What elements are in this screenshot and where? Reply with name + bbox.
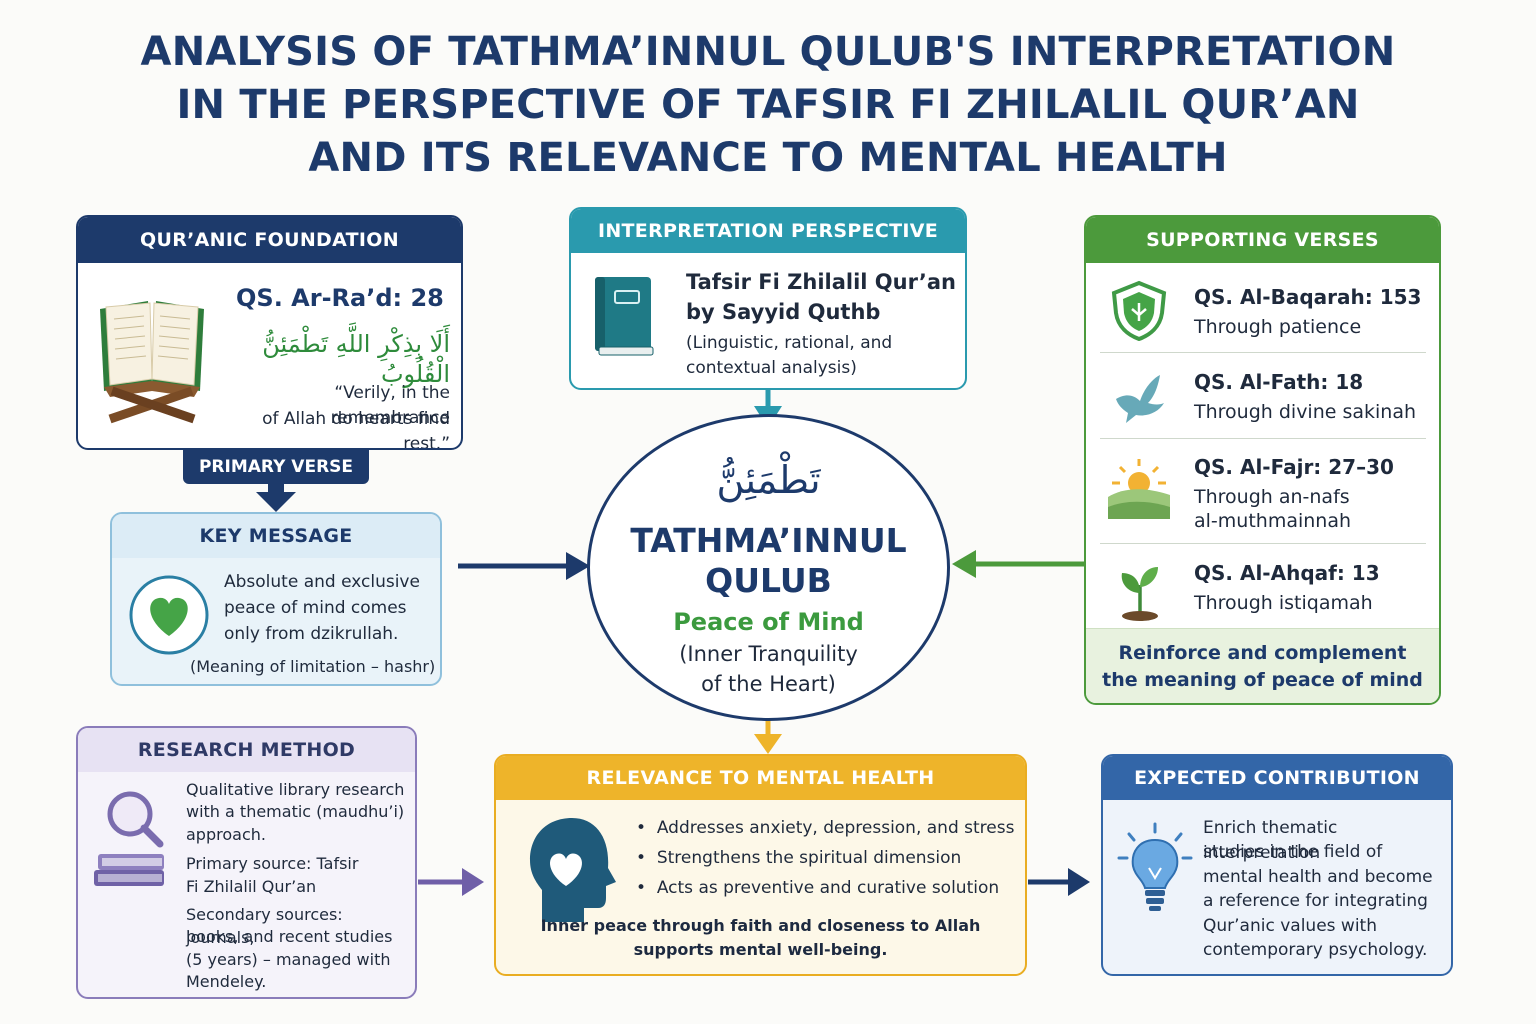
- method-line-2: with a thematic (maudhu’i): [186, 802, 405, 821]
- method-line-9: Mendeley.: [186, 972, 267, 991]
- relevance-bullet-1: • Addresses anxiety, depression, and str…: [636, 818, 1015, 838]
- arrow-support-to-center: [952, 550, 1084, 578]
- arrow-center-to-relevance: [754, 718, 782, 754]
- supporting-verses-header: SUPPORTING VERSES: [1086, 217, 1439, 263]
- relevance-footer-1: Inner peace through faith and closeness …: [540, 916, 981, 935]
- support-ref-4: QS. Al-Ahqaf: 13: [1194, 561, 1380, 585]
- relevance-header: RELEVANCE TO MENTAL HEALTH: [496, 756, 1025, 800]
- arrow-method-to-relevance: [418, 868, 484, 896]
- sprout-icon: [1121, 567, 1158, 621]
- arrow-key-to-center: [458, 552, 590, 580]
- expected-contribution-header: EXPECTED CONTRIBUTION: [1103, 756, 1451, 800]
- center-concept: تَطْمَئِنُّ TATHMA’INNUL QULUB Peace of …: [587, 414, 950, 721]
- relevance-bullet-1-text: Addresses anxiety, depression, and stres…: [656, 818, 1015, 838]
- primary-verse-tag: PRIMARY VERSE: [183, 450, 369, 484]
- center-title-1: TATHMA’INNUL: [630, 521, 907, 560]
- dove-icon: [1116, 375, 1164, 423]
- key-message-box: KEY MESSAGE Absolute and exclusive peace…: [110, 512, 442, 686]
- key-message-note: (Meaning of limitation – hashr): [190, 657, 436, 676]
- interpretation-author: by Sayyid Quthb: [686, 300, 881, 324]
- method-line-6: Secondary sources: journals,: [186, 905, 343, 947]
- support-divider-1: [1100, 352, 1426, 353]
- key-message-header: KEY MESSAGE: [112, 514, 440, 558]
- support-divider-2: [1100, 438, 1426, 439]
- quranic-translation-1: “Verily, in the remembrance: [330, 383, 450, 428]
- relevance-bullet-3-text: Acts as preventive and curative solution: [656, 878, 1000, 898]
- book-icon: [595, 277, 654, 356]
- interpretation-perspective-header: INTERPRETATION PERSPECTIVE: [571, 209, 965, 253]
- relevance-footer-2: supports mental well-being.: [633, 940, 888, 959]
- expected-contribution-box: EXPECTED CONTRIBUTION Enrich thematic in…: [1101, 754, 1453, 976]
- head-heart-icon: [530, 818, 616, 922]
- support-divider-3: [1100, 543, 1426, 544]
- support-desc-3: Through an-nafs: [1194, 486, 1350, 508]
- research-method-header: RESEARCH METHOD: [78, 728, 415, 772]
- support-desc-4: Through istiqamah: [1194, 592, 1373, 614]
- support-ref-2: QS. Al-Fath: 18: [1194, 370, 1364, 394]
- support-desc-1: Through patience: [1194, 316, 1362, 338]
- contribution-line-3: mental health and become: [1203, 867, 1433, 887]
- title-line-1: ANALYSIS OF TATHMA’INNUL QULUB'S INTERPR…: [140, 29, 1396, 75]
- support-ref-3: QS. Al-Fajr: 27–30: [1194, 455, 1394, 479]
- supporting-footer-1: Reinforce and complement: [1118, 642, 1407, 664]
- shield-icon: [1111, 280, 1167, 341]
- magnifier-books-icon: [94, 791, 164, 886]
- support-desc-2: Through divine sakinah: [1194, 401, 1417, 423]
- interpretation-detail-2: contextual analysis): [686, 358, 857, 378]
- key-message-line-3: only from dzikrullah.: [224, 624, 399, 644]
- supporting-verses-box: SUPPORTING VERSES QS. Al-Baqarah: 153 Th…: [1084, 215, 1441, 705]
- relevance-bullet-3: • Acts as preventive and curative soluti…: [636, 878, 1000, 898]
- center-title-2: QULUB: [705, 561, 832, 600]
- contribution-line-6: contemporary psychology.: [1203, 940, 1428, 960]
- center-note-2: of the Heart): [701, 672, 836, 696]
- method-line-7: books, and recent studies: [186, 927, 393, 946]
- method-line-4: Primary source: Tafsir: [186, 854, 359, 873]
- quranic-foundation-box: QUR’ANIC FOUNDATION QS. Ar-Ra’d: 28 أَلَ…: [76, 215, 463, 450]
- support-desc-3b: al-muthmainnah: [1194, 510, 1352, 532]
- quranic-translation-2: of Allah do hearts find rest.”: [262, 409, 450, 450]
- center-subtitle: Peace of Mind: [673, 608, 864, 636]
- quran-stand-icon: [100, 301, 204, 424]
- method-line-5: Fi Zhilalil Qur’an: [186, 877, 317, 896]
- quranic-verse-ref: QS. Ar-Ra’d: 28: [236, 284, 444, 312]
- support-ref-1: QS. Al-Baqarah: 153: [1194, 285, 1422, 309]
- key-message-line-1: Absolute and exclusive: [224, 572, 420, 592]
- research-method-box: RESEARCH METHOD Qualitative library rese…: [76, 726, 417, 999]
- title-line-3: AND ITS RELEVANCE TO MENTAL HEALTH: [308, 135, 1228, 181]
- contribution-line-1: Enrich thematic interpretation: [1203, 818, 1338, 863]
- key-message-line-2: peace of mind comes: [224, 598, 407, 618]
- relevance-bullet-2: • Strengthens the spiritual dimension: [636, 848, 962, 868]
- center-note-1: (Inner Tranquility: [679, 642, 858, 666]
- title-line-2: IN THE PERSPECTIVE OF TAFSIR FI ZHILALIL…: [176, 82, 1360, 128]
- contribution-line-5: Qur’anic values with: [1203, 916, 1377, 936]
- supporting-footer: Reinforce and complement the meaning of …: [1086, 628, 1439, 703]
- quranic-foundation-header: QUR’ANIC FOUNDATION: [78, 217, 461, 263]
- relevance-box: RELEVANCE TO MENTAL HEALTH • Addresses a…: [494, 754, 1027, 976]
- contribution-line-4: a reference for integrating: [1203, 891, 1428, 911]
- heart-icon: [129, 575, 209, 655]
- interpretation-perspective-box: INTERPRETATION PERSPECTIVE Tafsir Fi Zhi…: [569, 207, 967, 390]
- lightbulb-icon: [1117, 822, 1193, 911]
- relevance-bullet-2-text: Strengthens the spiritual dimension: [656, 848, 962, 868]
- interpretation-book-title: Tafsir Fi Zhilalil Qur’an: [686, 270, 956, 294]
- sunrise-icon: [1108, 459, 1170, 519]
- method-line-3: approach.: [186, 825, 266, 844]
- interpretation-detail-1: (Linguistic, rational, and: [686, 333, 893, 353]
- arrow-primary-to-key: [256, 484, 296, 512]
- supporting-footer-2: the meaning of peace of mind: [1102, 669, 1423, 691]
- method-line-1: Qualitative library research: [186, 780, 405, 799]
- contribution-line-2: studies in the field of: [1203, 842, 1383, 862]
- center-arabic: تَطْمَئِنُّ: [716, 458, 821, 502]
- quranic-arabic-text: أَلَا بِذِكْرِ اللَّهِ تَطْمَئِنُّ الْقُ…: [262, 330, 450, 388]
- method-line-8: (5 years) – managed with: [186, 950, 391, 969]
- page-title: ANALYSIS OF TATHMA’INNUL QULUB'S INTERPR…: [0, 26, 1536, 185]
- arrow-relevance-to-contribution: [1028, 868, 1090, 896]
